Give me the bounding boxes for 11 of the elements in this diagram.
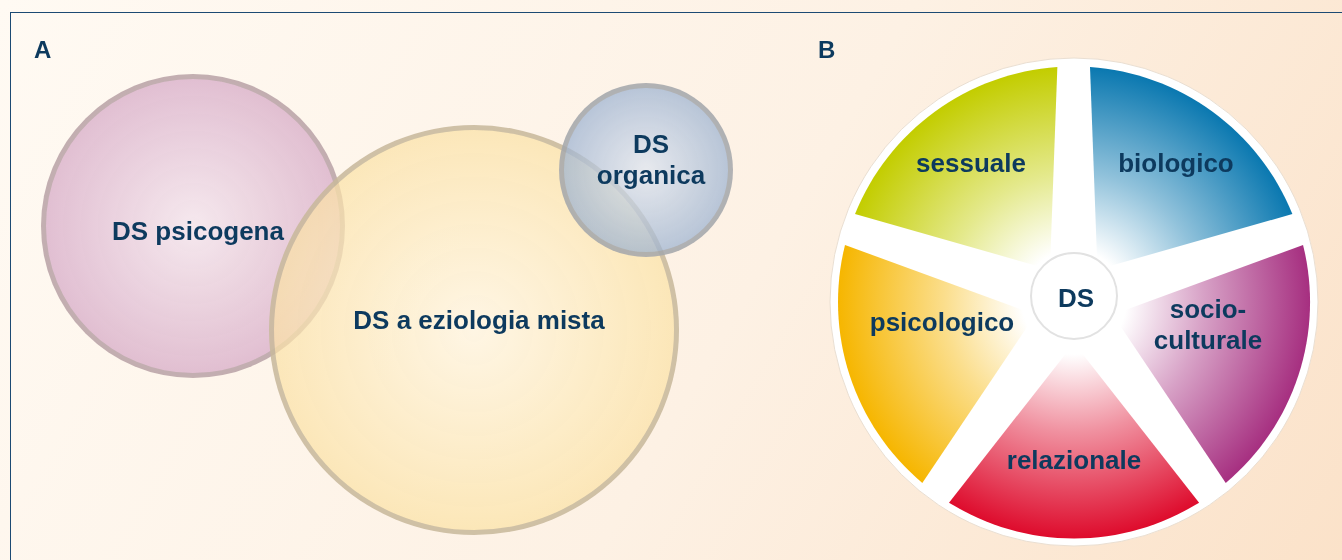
node-label: DS psicogena bbox=[111, 215, 285, 247]
node-label: psicologico bbox=[868, 306, 1016, 338]
node-label: sessuale bbox=[915, 147, 1027, 179]
node-label: DS bbox=[1056, 282, 1096, 314]
panel-letter: A bbox=[34, 36, 52, 64]
node-label: DS organica bbox=[595, 129, 707, 191]
node-label: DS a eziologia mista bbox=[352, 304, 606, 336]
node-label: socio-culturale bbox=[1152, 294, 1264, 356]
node-label: biologico bbox=[1117, 147, 1235, 179]
node-label: relazionale bbox=[1005, 444, 1143, 476]
panel-letter: B bbox=[818, 36, 836, 64]
